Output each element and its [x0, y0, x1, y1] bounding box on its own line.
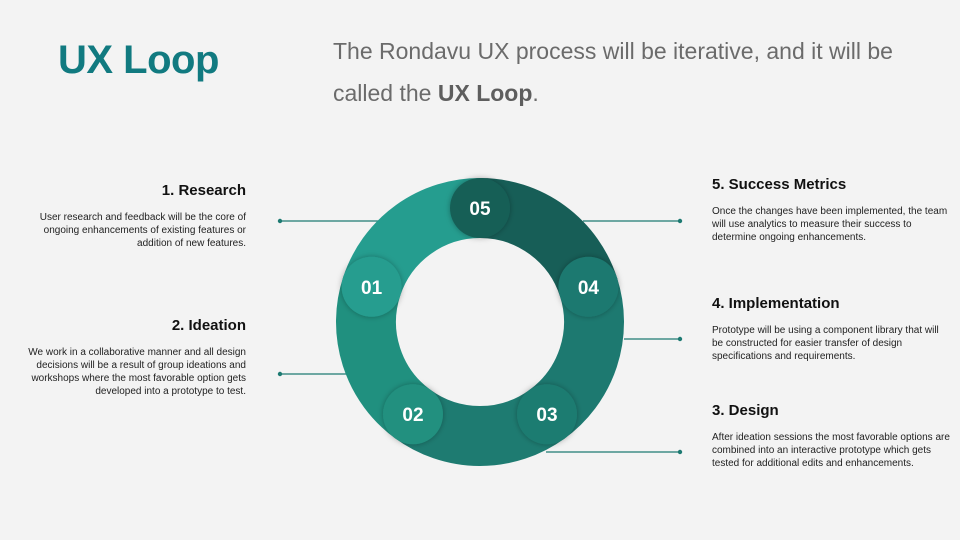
step-number: 04 [578, 278, 600, 299]
subtitle-bold: UX Loop [437, 80, 533, 106]
connector-dot [277, 371, 283, 377]
connector-dot [677, 449, 683, 455]
ring-cap-02 [382, 384, 443, 445]
step-text: User research and feedback will be the c… [39, 212, 246, 249]
step-success-metrics: 5. Success Metrics Once the changes have… [712, 176, 952, 244]
step-heading: 2. Ideation [171, 317, 246, 334]
step-text: After ideation sessions the most favorab… [712, 432, 950, 469]
connector-dot [677, 218, 683, 224]
connector-dot [677, 336, 683, 342]
page-subtitle: The Rondavu UX process will be iterative… [333, 30, 913, 114]
step-text: Prototype will be using a component libr… [712, 325, 939, 362]
step-text: Once the changes have been implemented, … [712, 206, 948, 243]
step-heading: 4. Implementation [712, 295, 840, 312]
connectors [277, 218, 683, 455]
ring-cap-05 [450, 178, 510, 238]
ring-cap-04 [558, 256, 619, 317]
step-number: 01 [361, 278, 383, 299]
page-title: UX Loop [58, 38, 219, 82]
step-ideation: 2. Ideation We work in a collaborative m… [6, 317, 246, 398]
subtitle-end: . [532, 80, 539, 106]
step-number: 03 [536, 405, 557, 426]
step-heading: 5. Success Metrics [712, 176, 847, 193]
ring-caps: 01 02 03 04 05 [341, 178, 619, 445]
step-text: We work in a collaborative manner and al… [28, 347, 246, 397]
step-heading: 1. Research [161, 182, 246, 199]
subtitle-text: The Rondavu UX process will be iterative… [333, 38, 893, 106]
step-number: 02 [402, 405, 423, 426]
connector-dot [277, 218, 283, 224]
step-research: 1. Research User research and feedback w… [6, 182, 246, 250]
ring-cap-01 [341, 256, 402, 317]
ring-cap-03 [517, 384, 578, 445]
step-implementation: 4. Implementation Prototype will be usin… [712, 295, 952, 363]
step-design: 3. Design After ideation sessions the mo… [712, 402, 952, 470]
step-number: 05 [469, 199, 491, 220]
step-heading: 3. Design [712, 402, 779, 419]
